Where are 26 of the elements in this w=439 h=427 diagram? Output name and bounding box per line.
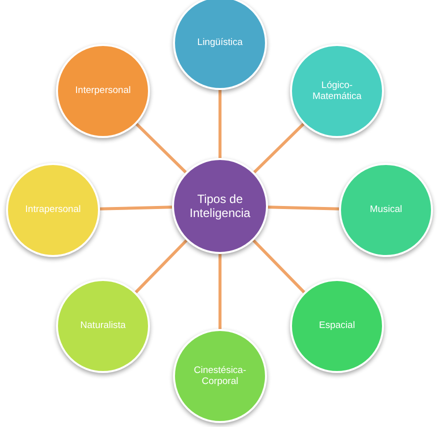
circle-label: Lingüística [197, 37, 243, 49]
circle-label: Intrapersonal [25, 204, 81, 216]
connector-line [134, 239, 188, 294]
category-circle [173, 329, 267, 423]
connector-line [253, 122, 305, 174]
circle-label: Espacial [319, 320, 355, 332]
circle-label: Tipos de Inteligencia [188, 192, 252, 220]
category-circle [173, 0, 267, 90]
category-circle [56, 44, 150, 138]
category-circle [290, 44, 384, 138]
connector-line [218, 90, 222, 158]
circle-label: Naturalista [80, 320, 126, 332]
connector-line [100, 206, 172, 210]
connector-line [135, 122, 187, 174]
circle-label: Lógico-Matemática [311, 80, 363, 102]
circle-label: Musical [370, 204, 402, 216]
circle-label: Interpersonal [75, 85, 131, 97]
connector-line [218, 254, 222, 329]
connector-line [252, 239, 306, 294]
category-circle [290, 279, 384, 373]
connector-line [268, 206, 340, 210]
category-circle [6, 163, 100, 257]
category-circle [172, 158, 268, 254]
circle-label: Cinestésica-Corporal [192, 364, 248, 388]
category-circle [339, 163, 433, 257]
category-circle [56, 279, 150, 373]
